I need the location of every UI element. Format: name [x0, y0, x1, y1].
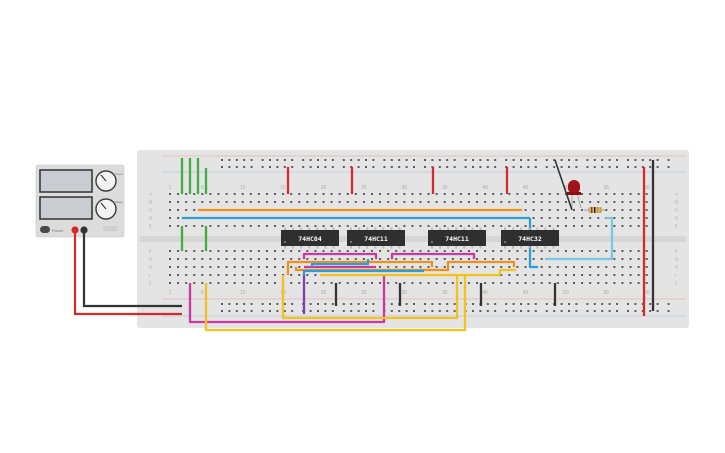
current-knob-label: Current [113, 172, 123, 176]
wire-blue[interactable] [302, 269, 424, 275]
chip-label: 74HC11 [445, 235, 469, 243]
wire-yellow[interactable] [281, 275, 459, 320]
voltage-knob-label: Voltage [113, 200, 123, 204]
resistor[interactable] [584, 207, 606, 213]
column-number-top: 30 [402, 185, 408, 191]
chip-pins [284, 227, 555, 249]
power-button-label: Power [52, 228, 64, 233]
column-number-bottom: 35 [442, 290, 448, 296]
wire-orange[interactable] [286, 260, 434, 275]
wire-magenta[interactable] [390, 252, 476, 259]
column-number-bottom: 1 [169, 290, 172, 296]
chip-label: 74HC11 [364, 235, 388, 243]
column-number-bottom: 5 [201, 290, 204, 296]
column-number-bottom: 50 [563, 290, 569, 296]
column-number-bottom: 45 [523, 290, 529, 296]
row-letter: J [149, 281, 151, 286]
column-number-top: 1 [169, 185, 172, 191]
wire-magenta[interactable] [188, 275, 386, 324]
wire-light-blue[interactable] [545, 216, 614, 261]
column-number-bottom: 40 [482, 290, 488, 296]
column-number-top: 55 [604, 185, 610, 191]
row-letter: C [149, 208, 153, 213]
column-number-top: 5 [201, 185, 204, 191]
voltage-display [39, 196, 93, 220]
column-number-bottom: 30 [402, 290, 408, 296]
chip-74hc11-a[interactable]: 74HC11 [347, 230, 405, 246]
row-letter: D [149, 216, 153, 221]
power-button[interactable] [40, 226, 50, 233]
wires [180, 158, 655, 332]
row-letter: F [149, 249, 152, 254]
chip-74hc11-b[interactable]: 74HC11 [428, 230, 486, 246]
column-number-top: 40 [482, 185, 488, 191]
wire-magenta[interactable] [302, 252, 378, 259]
column-number-top: 60 [644, 185, 650, 191]
row-letter: H [149, 265, 152, 270]
brand-plate [103, 226, 117, 231]
wire-yellow[interactable] [498, 268, 516, 275]
row-letter: I [149, 273, 150, 278]
column-number-bottom: 60 [644, 290, 650, 296]
row-letter: C [675, 208, 679, 213]
column-number-bottom: 10 [240, 290, 246, 296]
chip-74hc32[interactable]: 74HC32 [501, 230, 559, 246]
wire-blue[interactable] [310, 259, 370, 267]
column-number-top: 15 [280, 185, 286, 191]
column-number-top: 25 [361, 185, 367, 191]
breadboard-labels: 1155101015152020252530303535404045455050… [149, 185, 679, 296]
column-number-top: 10 [240, 185, 246, 191]
column-number-bottom: 20 [321, 290, 327, 296]
row-letter: A [149, 192, 152, 197]
current-display [39, 169, 93, 193]
breadboard-center-channel [140, 236, 686, 242]
row-letter: F [675, 249, 678, 254]
row-letter: G [675, 257, 679, 262]
row-letter: G [149, 257, 153, 262]
chip-label: 74HC32 [518, 235, 542, 243]
chip-label: 74HC04 [298, 235, 322, 243]
led[interactable] [567, 180, 582, 209]
column-number-bottom: 55 [604, 290, 610, 296]
row-letter: J [675, 281, 677, 286]
column-number-top: 35 [442, 185, 448, 191]
power-supply[interactable]: Power Current Voltage [35, 164, 125, 238]
row-letter: B [149, 200, 152, 205]
column-number-bottom: 25 [361, 290, 367, 296]
column-number-top: 45 [523, 185, 529, 191]
row-letter: A [675, 192, 678, 197]
wire-yellow[interactable] [204, 275, 467, 332]
row-letter: E [149, 224, 152, 229]
column-number-top: 20 [321, 185, 327, 191]
row-letter: H [675, 265, 678, 270]
wire-psu-red[interactable] [73, 230, 182, 316]
row-letter: I [675, 273, 676, 278]
row-letter: D [675, 216, 679, 221]
row-letter: E [675, 224, 678, 229]
led-ground-wire[interactable] [554, 159, 573, 211]
row-letter: B [675, 200, 678, 205]
wire-orange[interactable] [294, 260, 516, 272]
wire-psu-black[interactable] [82, 230, 182, 308]
power-rail-lines [162, 155, 686, 317]
column-number-top: 50 [563, 185, 569, 191]
chip-74hc04[interactable]: 74HC04 [281, 230, 339, 246]
